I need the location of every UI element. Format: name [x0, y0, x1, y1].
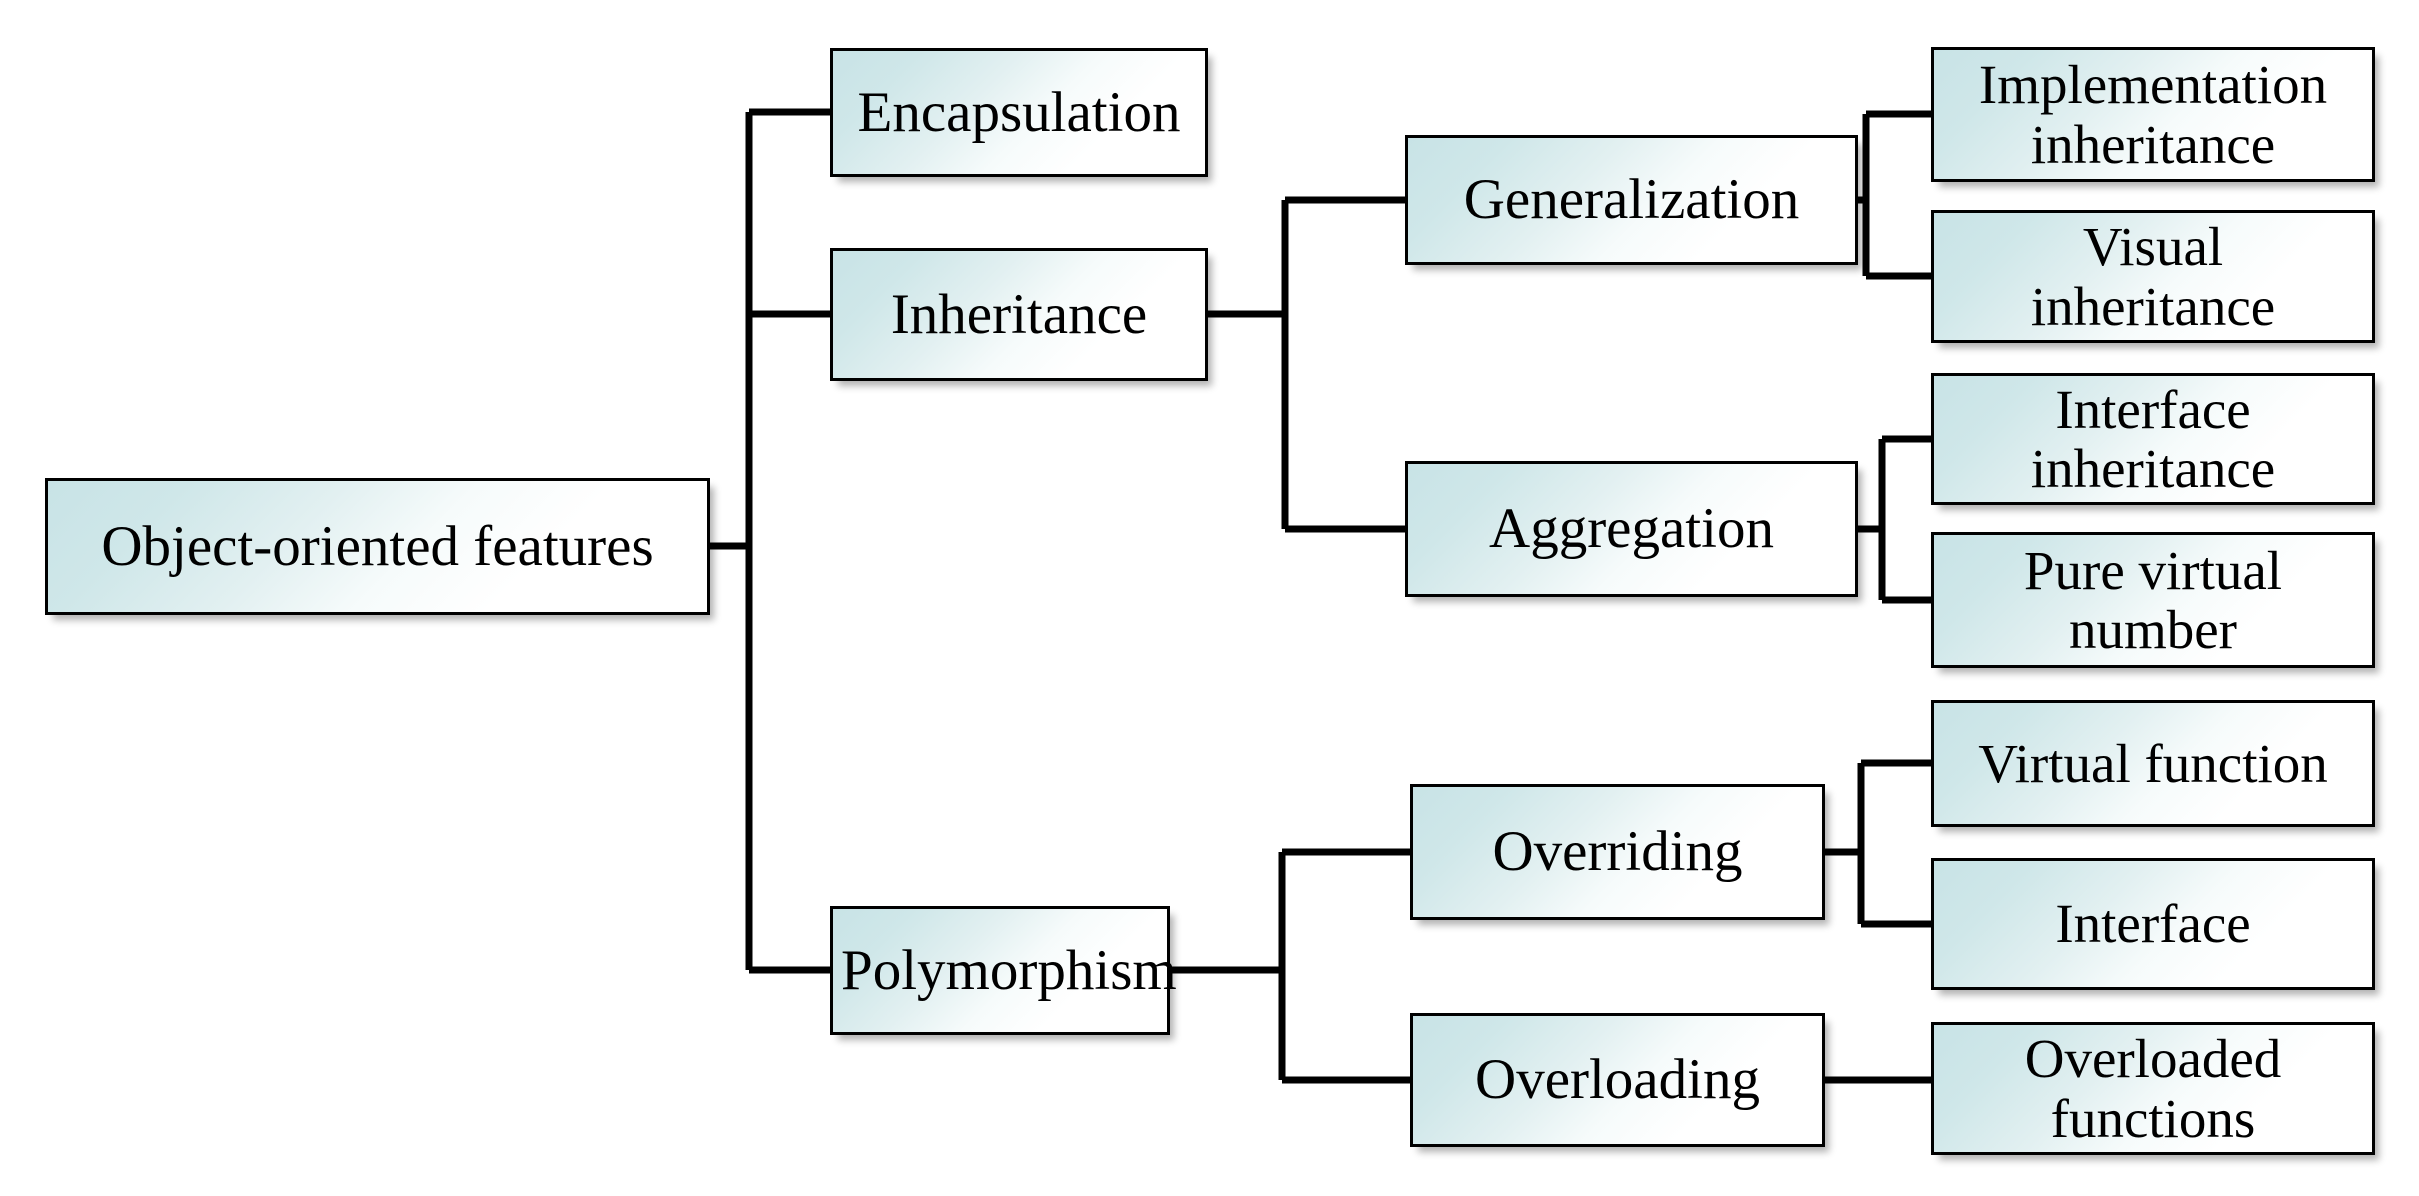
node-virtual-function-label: Virtual function	[1978, 732, 2328, 794]
node-overriding-label: Overriding	[1492, 820, 1743, 884]
node-encapsulation-label: Encapsulation	[857, 80, 1181, 144]
node-encapsulation[interactable]: Encapsulation	[830, 48, 1208, 177]
node-overloading[interactable]: Overloading	[1410, 1013, 1825, 1147]
node-interface-inheritance[interactable]: Interface inheritance	[1931, 373, 2375, 505]
node-interface-label: Interface	[2055, 893, 2251, 955]
node-generalization-label: Generalization	[1463, 168, 1800, 232]
node-pure-virtual-number[interactable]: Pure virtual number	[1931, 532, 2375, 668]
node-overloaded-functions-label: Overloaded functions	[2024, 1028, 2282, 1149]
node-overloading-label: Overloading	[1475, 1048, 1760, 1112]
node-virtual-function[interactable]: Virtual function	[1931, 700, 2375, 827]
node-interface-inheritance-label: Interface inheritance	[2030, 378, 2276, 499]
node-implementation-inheritance[interactable]: Implementation inheritance	[1931, 47, 2375, 182]
node-overriding[interactable]: Overriding	[1410, 784, 1825, 920]
node-implementation-inheritance-label: Implementation inheritance	[1978, 54, 2328, 175]
node-overloaded-functions[interactable]: Overloaded functions	[1931, 1022, 2375, 1155]
node-visual-inheritance-label: Visual inheritance	[2030, 216, 2276, 337]
node-root-label: Object-oriented features	[101, 514, 654, 578]
node-polymorphism-label: Polymorphism	[841, 938, 1177, 1002]
node-pure-virtual-number-label: Pure virtual number	[2023, 539, 2283, 660]
node-visual-inheritance[interactable]: Visual inheritance	[1931, 210, 2375, 343]
node-polymorphism[interactable]: Polymorphism	[830, 906, 1177, 1035]
node-generalization[interactable]: Generalization	[1405, 135, 1858, 265]
node-aggregation[interactable]: Aggregation	[1405, 461, 1858, 597]
node-root[interactable]: Object-oriented features	[45, 478, 710, 615]
node-inheritance[interactable]: Inheritance	[830, 248, 1208, 381]
node-inheritance-label: Inheritance	[890, 282, 1148, 346]
node-aggregation-label: Aggregation	[1489, 497, 1774, 561]
node-interface[interactable]: Interface	[1931, 858, 2375, 990]
